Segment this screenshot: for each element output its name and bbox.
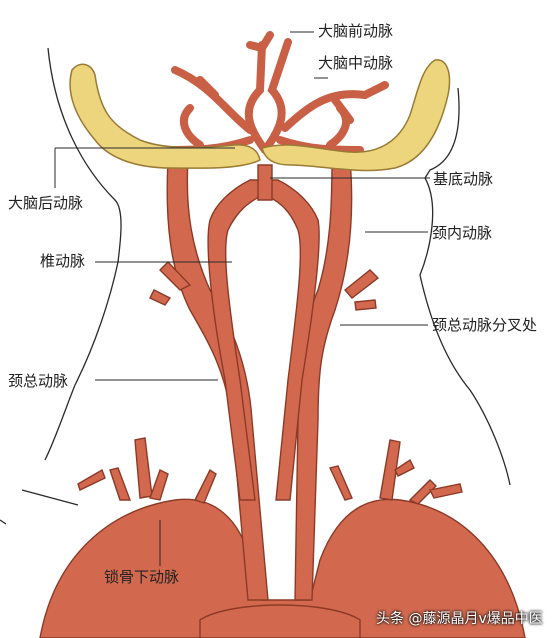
label-posterior-cerebral-artery: 大脑后动脉: [8, 194, 84, 212]
label-middle-cerebral-artery: 大脑中动脉: [318, 54, 394, 72]
label-subclavian-artery: 锁骨下动脉: [104, 568, 180, 586]
skull-base-bone: [69, 59, 451, 172]
label-common-carotid-artery: 颈总动脉: [8, 372, 69, 390]
subclavian-arteries: [39, 437, 526, 638]
label-anterior-cerebral-artery: 大脑前动脉: [318, 22, 394, 40]
leader-lines: [54, 31, 430, 566]
cerebral-arteries: [166, 31, 389, 154]
label-vertebral-artery: 椎动脉: [40, 252, 86, 270]
label-basilar-artery: 基底动脉: [433, 170, 494, 188]
label-internal-carotid-artery: 颈内动脉: [432, 224, 493, 242]
watermark: 头条 @藤源晶月v爆品中医: [376, 611, 543, 627]
label-carotid-bifurcation: 颈总动脉分叉处: [432, 316, 538, 334]
